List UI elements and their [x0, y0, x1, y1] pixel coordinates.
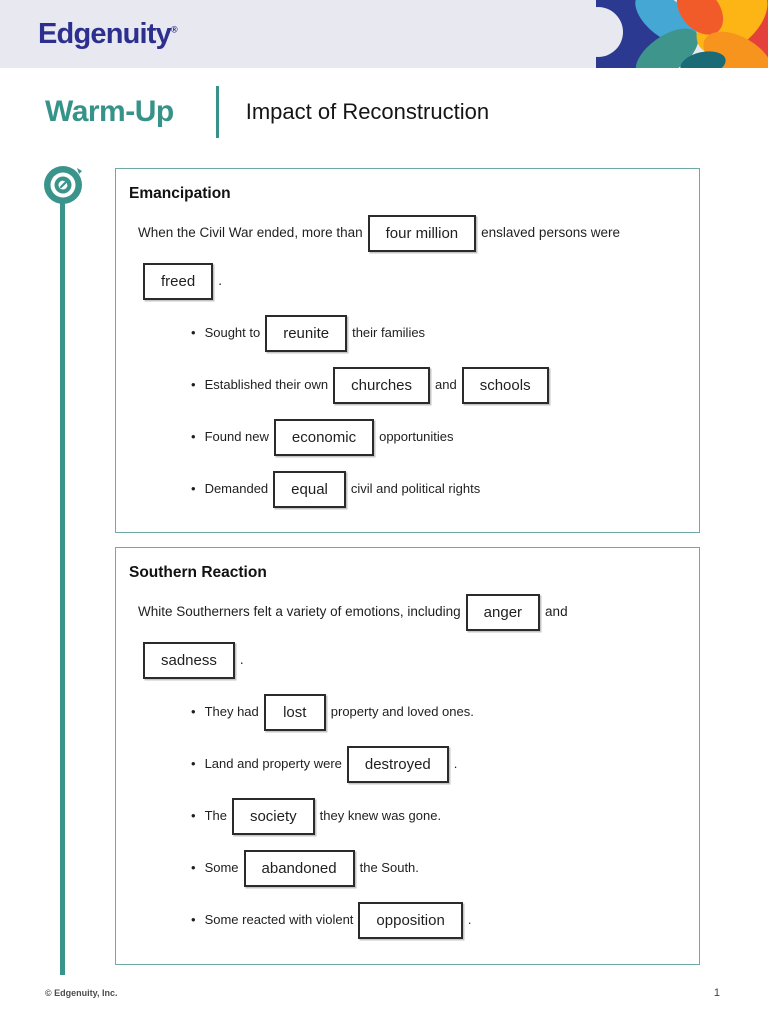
- answer-blank: opposition: [358, 902, 463, 939]
- copyright-text: © Edgenuity, Inc.: [45, 988, 118, 998]
- bullet-text: Land and property were: [204, 755, 342, 771]
- petal-pinwheel-graphic: [596, 0, 768, 68]
- bullet-text: Sought to: [204, 324, 261, 340]
- header-band: Edgenuity®: [0, 0, 768, 68]
- answer-blank: lost: [263, 694, 326, 731]
- answer-blank: abandoned: [243, 850, 355, 887]
- page-title: Impact of Reconstruction: [245, 99, 490, 124]
- logo-text: Edgenuity: [38, 18, 172, 50]
- bullet-text: Some: [204, 859, 239, 875]
- answer-blank: economic: [273, 419, 375, 456]
- intro-text: .: [218, 273, 222, 289]
- intro-line-2: freed.: [138, 259, 679, 304]
- bullet-text: Some reacted with violent: [204, 911, 354, 927]
- timeline-rail-line: [60, 202, 65, 975]
- title-row: Warm-Up Impact of Reconstruction: [45, 84, 489, 140]
- edgenuity-logo: Edgenuity®: [38, 18, 178, 51]
- warmup-label: Warm-Up: [45, 95, 174, 128]
- answer-blank: destroyed: [346, 746, 449, 783]
- bullet-text: The: [204, 807, 227, 823]
- intro-text: .: [239, 652, 244, 668]
- emancipation-card: Emancipation When the Civil War ended, m…: [115, 168, 700, 533]
- intro-text: When the Civil War ended, more than: [138, 225, 363, 241]
- southern-reaction-card: Southern Reaction White Southerners felt…: [115, 547, 700, 965]
- answer-blank: equal: [273, 471, 346, 508]
- bullet-text: .: [467, 911, 472, 927]
- bullet-text: .: [453, 755, 458, 771]
- card-heading: Emancipation: [129, 185, 231, 202]
- bullet-text: and: [435, 376, 457, 392]
- page-number: 1: [713, 987, 720, 999]
- answer-blank: four million: [367, 215, 477, 252]
- intro-text: enslaved persons were: [481, 225, 620, 241]
- answer-blank: churches: [333, 367, 431, 404]
- bullet-text: Established their own: [204, 376, 329, 392]
- card-heading: Southern Reaction: [129, 564, 267, 581]
- bullet-text: opportunities: [379, 428, 454, 444]
- bullet-text: They had: [204, 703, 259, 719]
- target-icon: [44, 166, 82, 204]
- answer-blank: society: [231, 798, 315, 835]
- bullet-text: property and loved ones.: [330, 703, 474, 719]
- answer-blank: freed: [143, 263, 214, 300]
- answer-blank: schools: [461, 367, 549, 404]
- bullet-text: Found new: [204, 428, 269, 444]
- bullet-text: the South.: [359, 859, 419, 875]
- intro-text: White Southerners felt a variety of emot…: [138, 604, 461, 620]
- bullet-text: civil and political rights: [350, 480, 481, 496]
- title-divider: [215, 86, 219, 138]
- bullet-text: Demanded: [204, 480, 269, 496]
- intro-line-2: sadness.: [138, 638, 679, 683]
- registered-mark: ®: [170, 24, 178, 35]
- answer-blank: reunite: [265, 315, 348, 352]
- intro-text: and: [545, 604, 568, 620]
- answer-blank: sadness: [143, 642, 235, 679]
- answer-blank: anger: [465, 594, 541, 631]
- bullet-text: they knew was gone.: [319, 807, 442, 823]
- bullet-text: their families: [352, 324, 426, 340]
- intro-line-1: White Southerners felt a variety of emot…: [138, 590, 679, 635]
